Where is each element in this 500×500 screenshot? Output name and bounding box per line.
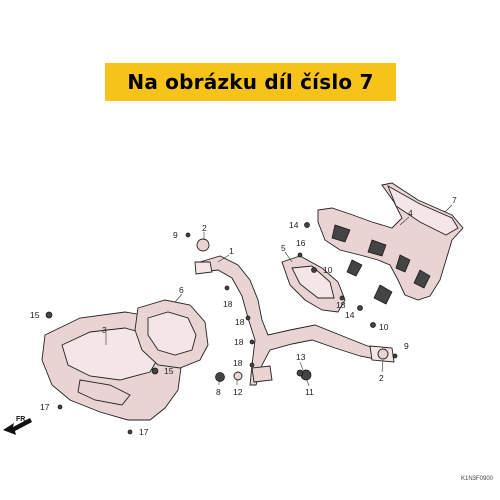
screw-9a <box>185 232 191 238</box>
label-16: 16 <box>296 238 306 248</box>
washer-10b <box>370 322 376 328</box>
screw-15b <box>151 367 159 375</box>
label-5: 5 <box>281 243 286 253</box>
label-18a: 18 <box>223 299 233 309</box>
screw-18b <box>245 315 251 321</box>
label-10b: 10 <box>379 322 389 332</box>
label-17b: 17 <box>139 427 149 437</box>
label-11: 11 <box>305 387 314 397</box>
label-9a: 9 <box>173 230 178 240</box>
screw-17a <box>57 404 63 410</box>
washer-10a <box>311 267 317 273</box>
front-label: FR. <box>16 416 27 423</box>
label-2a: 2 <box>202 223 207 233</box>
washer-part <box>233 371 243 381</box>
screw-14a <box>304 222 310 228</box>
inner-bracket-part <box>134 299 209 369</box>
screw-18c <box>249 339 255 345</box>
screw-9b <box>392 353 398 359</box>
label-18c: 18 <box>234 337 244 347</box>
diagram-code: K1N3F0900 <box>461 476 494 482</box>
handlebar-part <box>194 255 395 386</box>
label-18e: 18 <box>336 300 346 310</box>
screw-17b <box>127 429 133 435</box>
label-15b: 15 <box>164 366 174 376</box>
front-arrow-icon <box>3 418 32 435</box>
label-4: 4 <box>408 208 413 218</box>
label-2b: 2 <box>379 373 384 383</box>
screw-18d <box>249 362 255 368</box>
label-12: 12 <box>233 387 243 397</box>
label-3: 3 <box>102 325 107 335</box>
clamp-nut-part <box>296 369 304 377</box>
label-8: 8 <box>216 387 221 397</box>
screw-18a <box>224 285 230 291</box>
label-14b: 14 <box>345 310 355 320</box>
screw-14b <box>357 305 363 311</box>
screw-15a <box>45 311 53 319</box>
label-1: 1 <box>229 246 234 256</box>
label-17a: 17 <box>40 402 50 412</box>
meter-panel-part <box>281 255 346 313</box>
title-banner: Na obrázku díl číslo 7 <box>105 63 396 101</box>
grip-end-right-part <box>377 348 389 360</box>
label-14a: 14 <box>289 220 299 230</box>
label-10a: 10 <box>323 265 333 275</box>
title-text: Na obrázku díl číslo 7 <box>127 70 374 94</box>
part-labels: 1 2 2 3 4 5 6 7 8 9 9 10 10 11 12 13 14 … <box>30 195 457 437</box>
label-13: 13 <box>296 352 306 362</box>
nut-part <box>215 372 225 382</box>
label-6: 6 <box>179 285 184 295</box>
label-15a: 15 <box>30 310 40 320</box>
rear-cover-part <box>317 182 464 305</box>
front-direction-indicator: FR. <box>3 416 32 435</box>
screw-18e <box>339 295 345 301</box>
label-9b: 9 <box>404 341 409 351</box>
leader-lines <box>105 204 453 387</box>
screw-16 <box>297 252 303 258</box>
grip-end-part <box>196 238 210 252</box>
label-18b: 18 <box>235 317 245 327</box>
label-18d: 18 <box>233 358 243 368</box>
label-7: 7 <box>452 195 457 205</box>
